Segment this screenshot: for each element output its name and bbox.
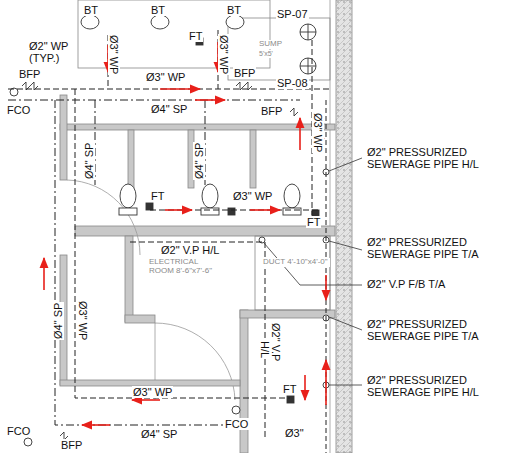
pipe-label: FT (188, 30, 203, 42)
pipe-label: SUMP (258, 40, 283, 49)
pipe-label: Ø3" (284, 427, 305, 439)
fixtures (10, 15, 329, 446)
pipe-label: FT (306, 216, 321, 228)
pipe-label: Ø4" SP (52, 302, 64, 340)
pipe-label: FCO (224, 418, 249, 430)
pipe-label: SP-08 (276, 77, 309, 89)
pipe-label: Ø2" V.P H/L (160, 244, 220, 256)
pipe-label: FCO (6, 425, 31, 437)
pipe-label: Ø4" SP (140, 428, 178, 440)
pipe-label: DUCT 4'-10"x4'-0" (262, 258, 330, 267)
pipe-label: Ø2" PRESSURIZED SEWERAGE PIPE T/A (366, 318, 498, 342)
pipe-label: Ø3" WP (232, 190, 273, 202)
pipe-label: Ø2" PRESSURIZED SEWERAGE PIPE T/A (366, 236, 498, 260)
pipe-label: ELECTRICAL ROOM 8'-6"x7'-6" (148, 258, 218, 276)
pipe-label: Ø3" WP (108, 34, 120, 75)
pipe-label: Ø2" V.P F/B T/A (366, 278, 446, 290)
pipe-label: BT (83, 4, 99, 16)
pipe-label: FT (282, 383, 297, 395)
pipe-label: Ø4" SP (83, 142, 95, 180)
pipe-label: FT (150, 190, 165, 202)
pipe-label: Ø4" SP (150, 103, 188, 115)
pipe-label: Ø2" PRESSURIZED SEWERAGE PIPE H/L (366, 374, 498, 398)
pipe-label: BT (150, 4, 166, 16)
pipe-label: Ø2" PRESSURIZED SEWERAGE PIPE H/L (366, 146, 498, 170)
pipe-label: Ø3" WP (145, 71, 186, 83)
pipe-label: H/L (259, 340, 271, 359)
pipe-label: BFP (18, 68, 41, 80)
pipe-label: BFP (233, 67, 256, 79)
pipe-label: Ø3" WP (132, 386, 173, 398)
pipe-label: Ø3" WP (218, 34, 230, 75)
pipe-label: FCO (6, 104, 31, 116)
flow-arrows (44, 42, 326, 425)
pipes (8, 30, 330, 453)
pipe-label: Ø2" WP (TYP.) (28, 40, 76, 64)
pipe-label: 5'x5' (258, 50, 274, 58)
pipe-label: Ø3" WP (77, 300, 89, 341)
pipe-label: BFP (60, 439, 83, 451)
pipe-label: Ø4" SP (193, 142, 205, 180)
pipe-label: SP-07 (276, 8, 309, 20)
leader-lines (264, 158, 362, 385)
walls (60, 0, 352, 453)
pipe-label: BT (226, 4, 242, 16)
pipe-label: BFP (260, 105, 283, 117)
pipe-label: Ø2" V.P (270, 322, 282, 362)
pipe-label: Ø3" WP (312, 112, 324, 153)
